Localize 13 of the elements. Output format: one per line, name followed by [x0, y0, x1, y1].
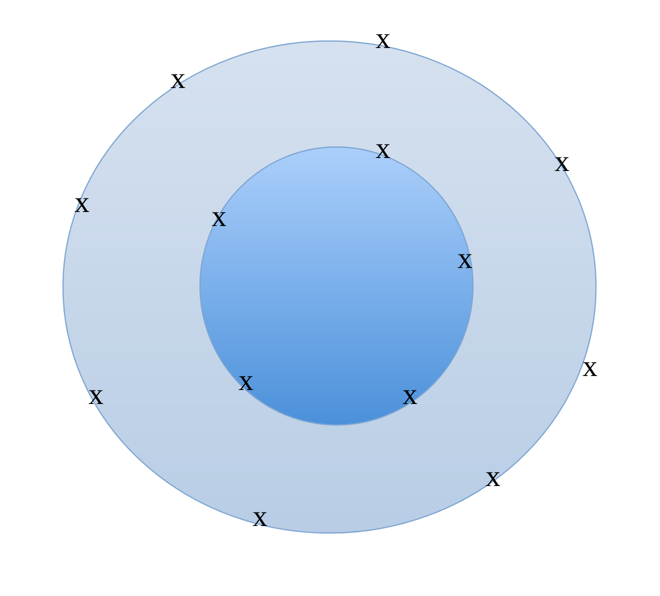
cross-mark-label: x	[376, 24, 390, 54]
cross-mark-label: x	[554, 147, 570, 177]
cross-mark-label: x	[252, 502, 268, 532]
cross-mark-label: x	[582, 352, 598, 382]
cross-mark-label: x	[74, 188, 90, 218]
cross-mark-label: x	[238, 366, 254, 396]
cross-mark-label: x	[212, 202, 226, 232]
cross-mark-label: x	[458, 244, 472, 274]
cross-mark-label: x	[170, 64, 186, 94]
cross-mark-label: x	[402, 380, 418, 410]
cross-mark-label: x	[376, 134, 390, 164]
cross-mark-label: x	[88, 380, 104, 410]
cross-mark-label: x	[486, 462, 500, 492]
